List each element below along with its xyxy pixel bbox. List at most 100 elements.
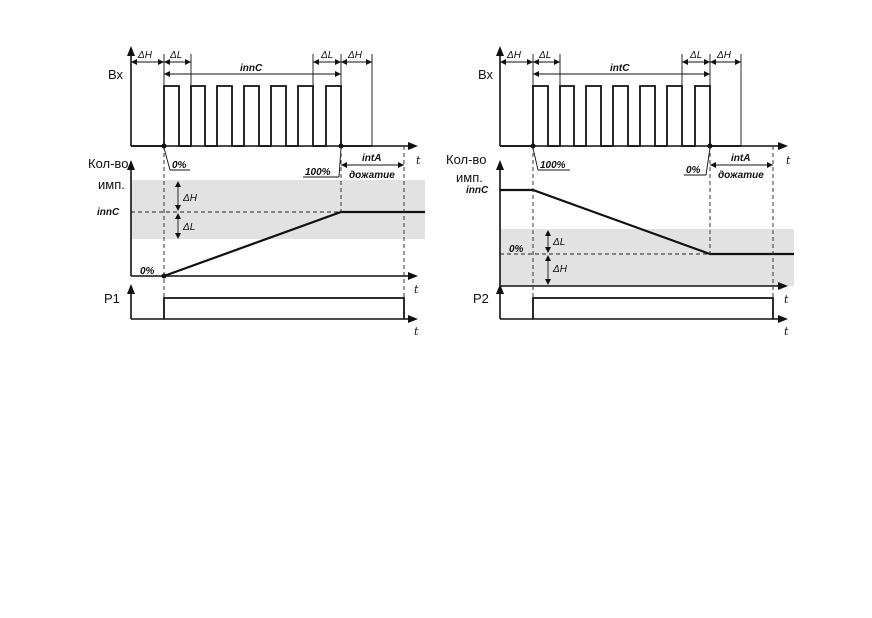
right-dl-label-top: ΔL	[538, 50, 551, 61]
left-count-y-arrow-icon	[127, 160, 135, 170]
right-input-label: Вх	[478, 67, 494, 82]
right-count-y-arrow-icon	[496, 160, 504, 170]
right-dl-vert-up-icon	[545, 230, 551, 236]
left-relay-y-arrow-icon	[127, 284, 135, 294]
left-dl-vert-up-icon	[175, 213, 181, 219]
left-count-label-2: имп.	[98, 177, 125, 192]
left-dh-arrow-r-icon	[158, 59, 164, 65]
right-input-t-label: t	[786, 154, 791, 167]
left-inta-label: intA	[362, 153, 381, 164]
left-hundred-label: 100%	[305, 167, 331, 178]
left-dh2-arrow-l-icon	[341, 59, 347, 65]
left-input-y-arrow-icon	[127, 46, 135, 56]
right-hundred-label: 100%	[540, 160, 566, 171]
left-dh-label-top: ΔH	[137, 50, 153, 61]
left-input-t-label: t	[416, 154, 421, 167]
left-input-x-arrow-icon	[408, 142, 418, 150]
right-relay-t-label: t	[784, 325, 789, 338]
right-dh2-label-top: ΔH	[716, 50, 732, 61]
left-hysteresis-band	[131, 180, 425, 239]
right-input-x-arrow-icon	[778, 142, 788, 150]
right-dl2-label-top: ΔL	[689, 50, 702, 61]
right-dozhatie-label: дожатие	[718, 170, 764, 181]
left-relay-label: Р1	[104, 291, 120, 306]
right-input-panel: Вх ΔH ΔL intC ΔL ΔH	[478, 46, 791, 167]
right-count-x-arrow-icon	[778, 282, 788, 290]
left-input-label: Вх	[108, 67, 124, 82]
left-relay-x-arrow-icon	[408, 315, 418, 323]
right-dl-arrow-l-icon	[533, 59, 539, 65]
left-relay-pulse	[163, 297, 405, 319]
left-interval-label: innC	[240, 63, 263, 74]
left-dh-vert-down-icon	[175, 205, 181, 211]
left-hundred-leader	[338, 147, 342, 178]
right-count-panel: Кол-во имп. innC 0% ΔL ΔH intA дожатие 0…	[446, 143, 794, 306]
right-diagram: Вх ΔH ΔL intC ΔL ΔH	[446, 46, 794, 338]
left-innc-arrow-r-icon	[335, 71, 341, 77]
left-dh-vert-up-icon	[175, 181, 181, 187]
right-intc-arrow-r-icon	[704, 71, 710, 77]
right-level-label: innC	[466, 185, 489, 196]
right-hundred-leader	[532, 147, 539, 171]
right-zero-top: 0%	[686, 165, 701, 176]
right-dh-label-top: ΔH	[506, 50, 522, 61]
right-zero-mid: 0%	[509, 244, 524, 255]
left-inta-arrow-r-icon	[398, 162, 404, 168]
right-relay-pulse	[532, 297, 774, 319]
left-dl-label-top: ΔL	[169, 50, 182, 61]
left-level-label: innC	[97, 207, 120, 218]
left-diagram: Вх ΔH ΔL innC ΔL ΔH	[88, 46, 425, 338]
left-dh-arrow-l-icon	[131, 59, 137, 65]
left-dl-arrow-l-icon	[164, 59, 170, 65]
left-dl-vert-down-icon	[175, 233, 181, 239]
left-dl2-arrow-r-icon	[335, 59, 341, 65]
left-count-panel: Кол-во имп. innC 0% ΔH ΔL intA дожатие 1…	[88, 143, 425, 296]
right-relay-y-arrow-icon	[496, 284, 504, 294]
left-count-t-label: t	[414, 283, 419, 296]
right-count-label-2: имп.	[456, 170, 483, 185]
left-zero-leader	[163, 147, 171, 171]
left-dl-arrow-r-icon	[185, 59, 191, 65]
right-relay-x-arrow-icon	[778, 315, 788, 323]
left-count-label-1: Кол-во	[88, 156, 128, 171]
right-interval-label: intC	[610, 63, 630, 74]
right-dh-arrow-r-icon	[527, 59, 533, 65]
right-dh2-arrow-l-icon	[710, 59, 716, 65]
left-zero-bottom: 0%	[140, 266, 155, 277]
left-dh2-label-top: ΔH	[347, 50, 363, 61]
right-count-label-1: Кол-во	[446, 152, 486, 167]
right-relay-label: Р2	[473, 291, 489, 306]
left-pulse-train	[131, 85, 372, 147]
left-zero-top: 0%	[172, 160, 187, 171]
left-relay-panel: Р1 t	[104, 284, 419, 338]
left-dh-vert-label: ΔH	[182, 193, 198, 204]
right-input-y-arrow-icon	[496, 46, 504, 56]
right-zero-leader	[705, 147, 711, 176]
left-innc-arrow-l-icon	[164, 71, 170, 77]
right-dh-arrow-l-icon	[500, 59, 506, 65]
right-dl-vert-label: ΔL	[552, 237, 565, 248]
right-inta-arrow-r-icon	[767, 162, 773, 168]
right-dl2-arrow-r-icon	[704, 59, 710, 65]
right-dh-vert-label: ΔH	[552, 264, 568, 275]
left-inta-arrow-l-icon	[341, 162, 347, 168]
left-relay-t-label: t	[414, 325, 419, 338]
left-dl2-label-top: ΔL	[320, 50, 333, 61]
right-pulse-train	[500, 85, 741, 147]
right-intc-arrow-l-icon	[533, 71, 539, 77]
left-dozhatie-label: дожатие	[349, 170, 395, 181]
right-dl-vert-down-icon	[545, 247, 551, 253]
right-dl2-arrow-l-icon	[682, 59, 688, 65]
left-input-panel: Вх ΔH ΔL innC ΔL ΔH	[108, 46, 421, 167]
right-relay-panel: Р2 t	[473, 284, 789, 338]
right-count-ramp	[500, 188, 794, 256]
left-dl-vert-label: ΔL	[182, 222, 195, 233]
right-dh2-arrow-r-icon	[735, 59, 741, 65]
right-hysteresis-band	[500, 229, 794, 286]
right-dh-vert-down-icon	[545, 279, 551, 285]
right-dh-vert-up-icon	[545, 255, 551, 261]
right-inta-arrow-l-icon	[710, 162, 716, 168]
right-dl-arrow-r-icon	[554, 59, 560, 65]
left-count-x-arrow-icon	[408, 272, 418, 280]
